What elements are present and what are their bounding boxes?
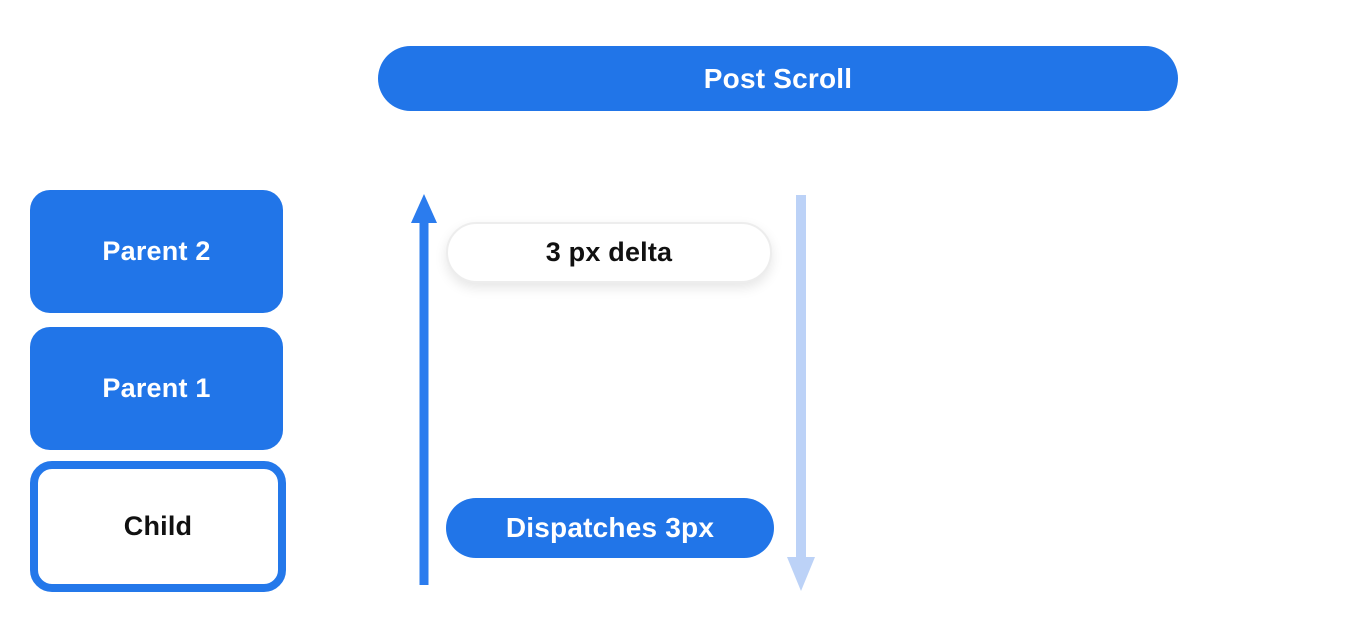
post-scroll-pill: Post Scroll <box>378 46 1178 111</box>
node-parent-1: Parent 1 <box>30 327 283 450</box>
down-arrow-icon <box>787 195 815 591</box>
delta-pill: 3 px delta <box>446 222 772 283</box>
dispatch-pill: Dispatches 3px <box>446 498 774 558</box>
up-arrow-icon <box>411 194 437 585</box>
node-child: Child <box>30 461 286 592</box>
node-parent-2: Parent 2 <box>30 190 283 313</box>
